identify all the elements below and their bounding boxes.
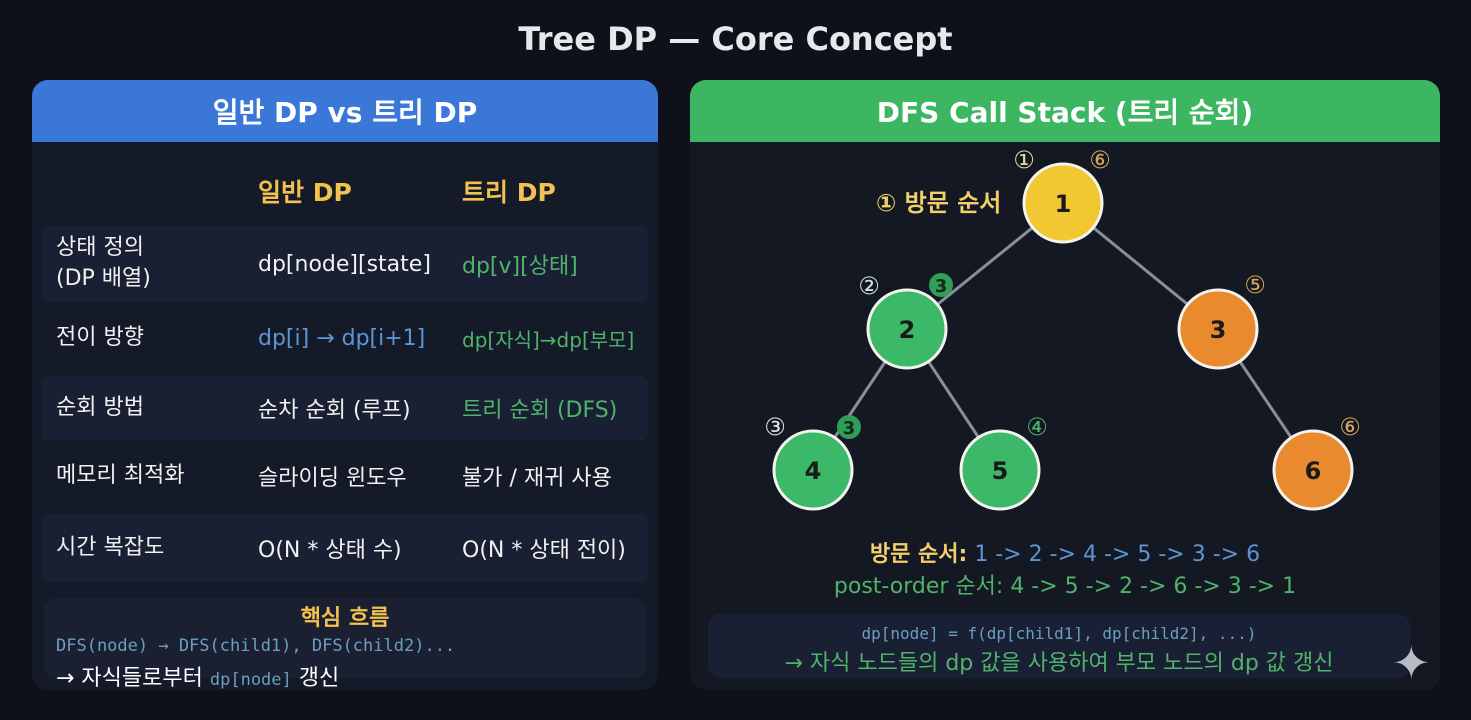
step-badge: ⑤ bbox=[1244, 271, 1266, 299]
step-badge: ⑥ bbox=[1339, 413, 1361, 441]
step-badge: ③ bbox=[764, 413, 786, 441]
row-label: 상태 정의 (DP 배열) bbox=[56, 235, 151, 291]
post-label: post-order 순서: bbox=[833, 574, 1004, 599]
dfs-header: DFS Call Stack (트리 순회) bbox=[690, 80, 1440, 142]
core-flow-note: → 자식들로부터 dp[node] 갱신 bbox=[56, 660, 646, 690]
tree-cell: dp[자식]→dp[부모] bbox=[462, 327, 635, 352]
tree-node-6 bbox=[1272, 429, 1354, 511]
core-flow-title: 핵심 흐름 bbox=[300, 606, 390, 631]
visit-order: 방문 순서: 1 -> 2 -> 4 -> 5 -> 3 -> 6 bbox=[690, 536, 1440, 568]
tree-node-label: 2 bbox=[899, 316, 916, 344]
row-label: 시간 복잡도 bbox=[56, 534, 165, 560]
tree-node-label: 5 bbox=[992, 457, 1009, 485]
visit-sequence: 1 -> 2 -> 4 -> 5 -> 3 -> 6 bbox=[974, 542, 1261, 567]
tree-cell: O(N * 상태 전이) bbox=[462, 538, 626, 563]
tree-node-4 bbox=[772, 429, 854, 511]
general-cell: dp[node][state] bbox=[258, 251, 431, 277]
page-title: Tree DP — Core Concept bbox=[518, 20, 953, 58]
step-badge: 3 bbox=[843, 418, 856, 439]
tree-node-1 bbox=[1022, 162, 1104, 244]
row-label: 전이 방향 bbox=[56, 324, 144, 350]
general-cell: dp[i] → dp[i+1] bbox=[258, 325, 426, 351]
tree-node-3 bbox=[1177, 288, 1259, 370]
core-flow-box: 핵심 흐름 DFS(node) → DFS(child1), DFS(child… bbox=[44, 598, 646, 690]
row-label: 메모리 최적화 bbox=[56, 462, 185, 488]
table-header-row: 일반 DP 트리 DP bbox=[42, 160, 648, 222]
note-code: dp[node] bbox=[209, 670, 292, 690]
comparison-panel: 일반 DP vs 트리 DP 일반 DP 트리 DP 상태 정의 (DP 배열)… bbox=[32, 80, 658, 690]
tree-cell: dp[v][상태] bbox=[462, 254, 578, 279]
table-row: 상태 정의 (DP 배열) dp[node][state] dp[v][상태] bbox=[42, 226, 648, 302]
note-suffix: 갱신 bbox=[298, 666, 340, 690]
visit-order-legend: ① 방문 순서 bbox=[876, 189, 1001, 217]
tree-cell: 불가 / 재귀 사용 bbox=[462, 466, 612, 491]
sparkle-icon: ✦ bbox=[1392, 636, 1431, 690]
post-sequence: 4 -> 5 -> 2 -> 6 -> 3 -> 1 bbox=[1010, 574, 1297, 599]
tree-node-5 bbox=[959, 429, 1041, 511]
step-badge: ④ bbox=[1026, 413, 1048, 441]
tree-node-label: 3 bbox=[1210, 316, 1227, 344]
row-label: 순회 방법 bbox=[56, 394, 144, 420]
comparison-header: 일반 DP vs 트리 DP bbox=[32, 80, 658, 142]
step-badge: ⑥ bbox=[1089, 146, 1111, 174]
tree-node-label: 4 bbox=[805, 457, 822, 485]
table-row: 메모리 최적화 슬라이딩 윈도우 불가 / 재귀 사용 bbox=[42, 444, 648, 508]
column-general-dp: 일반 DP bbox=[258, 178, 352, 207]
formula-note: → 자식 노드들의 dp 값을 사용하여 부모 노드의 dp 값 갱신 bbox=[784, 651, 1334, 676]
formula-box: dp[node] = f(dp[child1], dp[child2], ...… bbox=[708, 614, 1410, 678]
visit-label: 방문 순서: bbox=[869, 542, 968, 567]
general-cell: 순차 순회 (루프) bbox=[258, 398, 411, 423]
table-row: 순회 방법 순차 순회 (루프) 트리 순회 (DFS) bbox=[42, 376, 648, 440]
step-badge: 3 bbox=[935, 276, 948, 297]
formula-code: dp[node] = f(dp[child1], dp[child2], ...… bbox=[861, 624, 1257, 643]
column-tree-dp: 트리 DP bbox=[462, 178, 556, 207]
post-order: post-order 순서: 4 -> 5 -> 2 -> 6 -> 3 -> … bbox=[690, 568, 1440, 600]
step-badge-bg bbox=[837, 415, 861, 439]
tree-node-label: 6 bbox=[1305, 457, 1322, 485]
step-badge: ② bbox=[858, 272, 880, 300]
core-flow-code: DFS(node) → DFS(child1), DFS(child2)... bbox=[56, 636, 456, 656]
table-row: 시간 복잡도 O(N * 상태 수) O(N * 상태 전이) bbox=[42, 514, 648, 582]
table-row: 전이 방향 dp[i] → dp[i+1] dp[자식]→dp[부모] bbox=[42, 306, 648, 370]
general-cell: O(N * 상태 수) bbox=[258, 538, 402, 563]
step-badge-bg bbox=[929, 273, 953, 297]
tree-node-2 bbox=[866, 288, 948, 370]
tree-node-label: 1 bbox=[1055, 190, 1072, 218]
tree-cell: 트리 순회 (DFS) bbox=[462, 398, 618, 423]
general-cell: 슬라이딩 윈도우 bbox=[258, 466, 407, 491]
note-prefix: → 자식들로부터 bbox=[56, 666, 203, 690]
step-badge: ① bbox=[1013, 146, 1035, 174]
